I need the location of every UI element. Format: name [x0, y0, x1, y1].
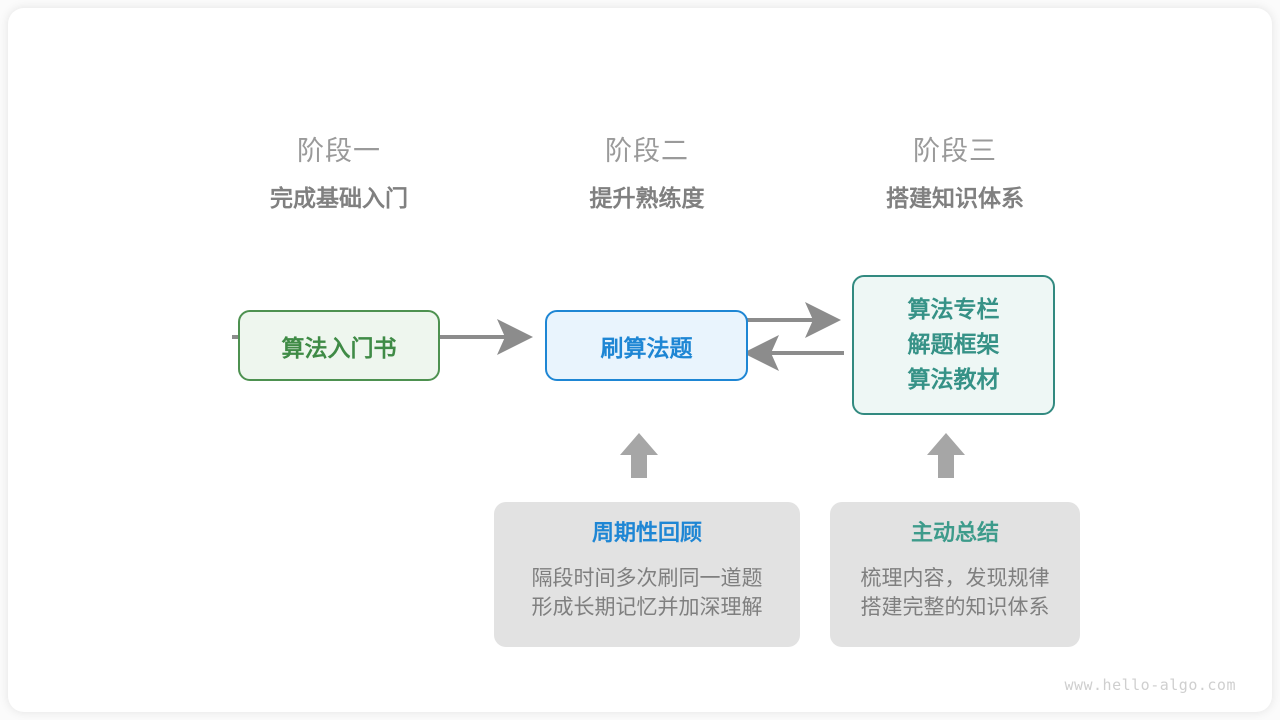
node-resources-line-1: 算法专栏	[907, 296, 1000, 323]
node-resources-line-3: 算法教材	[907, 366, 1000, 393]
stage-heading-1: 阶段一 完成基础入门	[209, 136, 469, 213]
habit-body-periodic-review: 隔段时间多次刷同一道题 形成长期记忆并加深理解	[494, 564, 800, 622]
habit-card-active-summary[interactable]: 主动总结 梳理内容，发现规律 搭建完整的知识体系	[830, 502, 1080, 647]
node-practice-problems[interactable]: 刷算法题	[545, 310, 748, 381]
habit-body-active-summary: 梳理内容，发现规律 搭建完整的知识体系	[830, 564, 1080, 622]
stage-name-2: 阶段二	[605, 136, 689, 167]
stage-goal-1: 完成基础入门	[270, 186, 408, 212]
stage-goal-3: 搭建知识体系	[886, 186, 1024, 212]
stage-heading-2: 阶段二 提升熟练度	[517, 136, 777, 213]
habit-summary-line-1: 梳理内容，发现规律	[860, 566, 1050, 590]
stage-name-1: 阶段一	[297, 136, 381, 167]
arrow-review-up-icon	[620, 433, 658, 478]
arrow-summary-up-icon	[927, 433, 965, 478]
habit-title-periodic-review: 周期性回顾	[591, 521, 702, 546]
node-intro-book-label: 算法入门书	[281, 335, 397, 362]
habit-summary-line-2: 搭建完整的知识体系	[860, 595, 1050, 619]
stage-name-3: 阶段三	[913, 136, 997, 167]
node-resources-line-2: 解题框架	[907, 331, 1000, 358]
node-practice-problems-label: 刷算法题	[600, 335, 693, 362]
habit-review-line-2: 形成长期记忆并加深理解	[531, 595, 763, 619]
habit-title-active-summary: 主动总结	[910, 521, 999, 546]
habit-card-periodic-review[interactable]: 周期性回顾 隔段时间多次刷同一道题 形成长期记忆并加深理解	[494, 502, 800, 647]
site-watermark: www.hello-algo.com	[1064, 676, 1236, 694]
node-learning-resources[interactable]: 算法专栏 解题框架 算法教材	[852, 275, 1055, 415]
diagram-card: 阶段一 完成基础入门 阶段二 提升熟练度 阶段三 搭建知识体系	[8, 8, 1272, 712]
stage-goal-2: 提升熟练度	[589, 186, 705, 212]
node-intro-book[interactable]: 算法入门书	[238, 310, 440, 381]
stage-heading-3: 阶段三 搭建知识体系	[825, 136, 1085, 213]
habit-review-line-1: 隔段时间多次刷同一道题	[531, 566, 763, 590]
